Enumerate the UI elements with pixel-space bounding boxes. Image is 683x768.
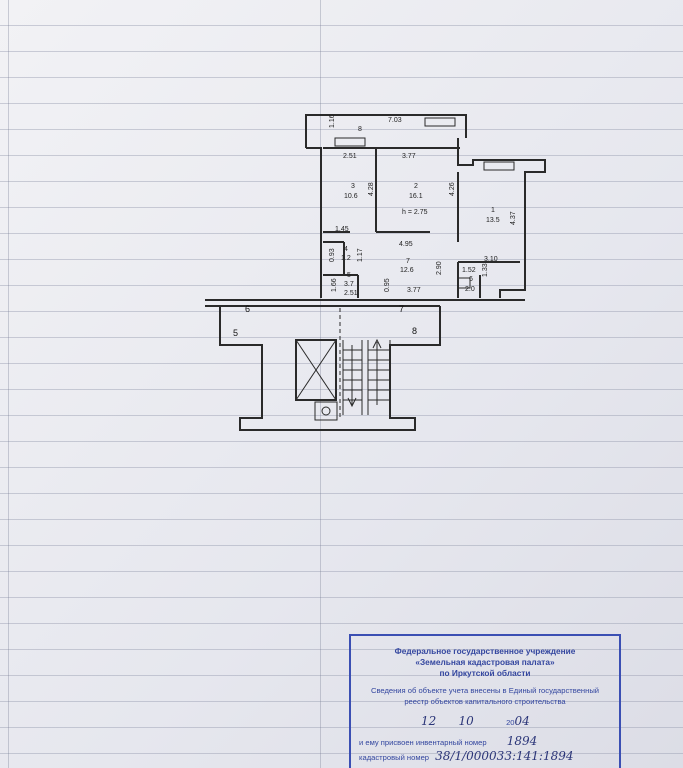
dim-room1-width: 3.10 bbox=[484, 256, 498, 263]
dim-room5-width: 2.51 bbox=[344, 290, 358, 297]
stair-label-5: 5 bbox=[233, 328, 238, 338]
stamp-cadastral-row: кадастровый номер 38/1/000033:141:1894 bbox=[359, 749, 611, 763]
room-1-number: 1 bbox=[491, 207, 495, 214]
dim-117: 1.17 bbox=[357, 248, 364, 262]
room-1-area: 13.5 bbox=[486, 217, 500, 224]
stair-label-6: 6 bbox=[245, 304, 250, 314]
stamp-info-line2: реестр объектов капитального строительст… bbox=[404, 697, 566, 706]
stamp-org-line3: по Иркутской области bbox=[439, 668, 531, 678]
stamp-date-year-suffix: 04 bbox=[514, 714, 530, 728]
plan-walls bbox=[205, 114, 546, 431]
dim-290: 2.90 bbox=[436, 261, 443, 275]
room-7-area: 12.6 bbox=[400, 267, 414, 274]
stamp-org-line2: «Земельная кадастровая палата» bbox=[415, 657, 555, 667]
room-3-number: 3 bbox=[351, 183, 355, 190]
stamp-date-month: 10 bbox=[458, 714, 474, 728]
room-labels: 3 10.6 2 16.1 h = 2.75 1 13.5 4 1.2 5 3.… bbox=[233, 183, 500, 338]
dim-room2-width: 3.77 bbox=[402, 153, 416, 160]
dim-window-num: 8 bbox=[358, 126, 362, 133]
room-4-number: 4 bbox=[344, 246, 348, 253]
stamp-cad-label: кадастровый номер bbox=[359, 753, 430, 762]
dim-room3-height: 4.28 bbox=[368, 182, 375, 196]
dim-hall-length: 4.95 bbox=[399, 241, 413, 248]
plan-dimensions: 7.03 1.16 8 2.51 3.77 4.28 4.26 4.37 4.9… bbox=[329, 114, 517, 297]
room-5-number: 5 bbox=[347, 272, 351, 279]
stair-label-8: 8 bbox=[412, 326, 417, 336]
paper-margin-line-left bbox=[8, 0, 9, 768]
dim-left-short: 1.16 bbox=[329, 114, 336, 128]
dim-room1-height: 4.37 bbox=[510, 211, 517, 225]
stamp-inv-number: 1894 bbox=[506, 734, 538, 748]
room-4-area: 1.2 bbox=[341, 255, 351, 262]
dim-partition-145: 1.45 bbox=[335, 226, 349, 233]
room-7-number: 7 bbox=[406, 258, 410, 265]
dim-top-total: 7.03 bbox=[388, 117, 402, 124]
stamp-info-line1: Сведения об объекте учета внесены в Един… bbox=[370, 686, 600, 695]
stamp-org-line1: Федеральное государственное учреждение bbox=[394, 646, 576, 656]
stamp-inventory-row: и ему присвоен инвентарный номер 1894 bbox=[359, 734, 611, 748]
stamp-date-day: 12 bbox=[421, 714, 437, 728]
dim-152: 1.52 bbox=[462, 267, 476, 274]
dim-095: 0.95 bbox=[384, 278, 391, 292]
paper-fold-line bbox=[320, 0, 321, 768]
room-6-area: 2.0 bbox=[465, 286, 475, 293]
stair-steps bbox=[339, 308, 391, 420]
dim-room3-width: 2.51 bbox=[343, 153, 357, 160]
dim-166: 1.66 bbox=[331, 278, 338, 292]
registry-stamp: Федеральное государственное учреждение «… bbox=[349, 634, 621, 768]
stamp-date-year-prefix: 20 bbox=[506, 718, 515, 727]
room-5-area: 3.7 bbox=[344, 281, 354, 288]
stamp-date-row: 12 10 2004 bbox=[421, 714, 611, 728]
room-2-number: 2 bbox=[414, 183, 418, 190]
dim-093: 0.93 bbox=[329, 248, 336, 262]
room-6-number: 6 bbox=[469, 276, 473, 283]
dim-133: 1.33 bbox=[482, 263, 489, 277]
stair-label-7: 7 bbox=[399, 304, 404, 314]
room-2-area: 16.1 bbox=[409, 193, 423, 200]
dim-corridor-377: 3.77 bbox=[407, 287, 421, 294]
stamp-inv-label: и ему присвоен инвентарный номер bbox=[359, 738, 487, 747]
dim-room2-height: 4.26 bbox=[449, 182, 456, 196]
ceiling-height: h = 2.75 bbox=[402, 209, 428, 216]
room-3-area: 10.6 bbox=[344, 193, 358, 200]
stamp-cad-number: 38/1/000033:141:1894 bbox=[435, 749, 574, 763]
